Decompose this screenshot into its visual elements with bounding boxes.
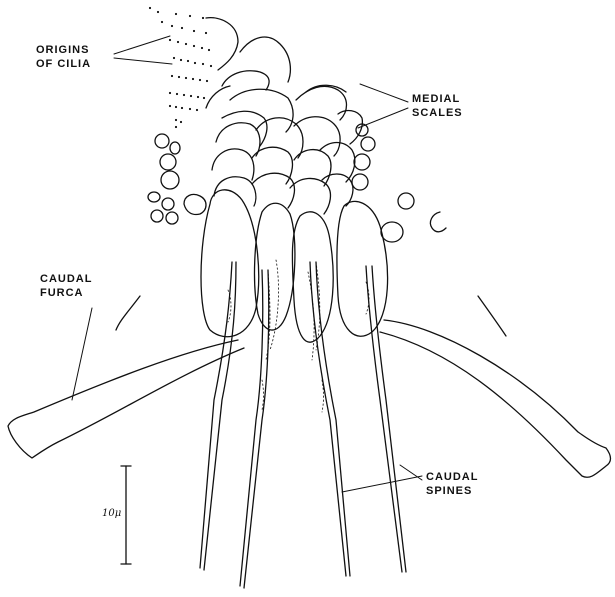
side-scales bbox=[148, 124, 446, 242]
pointer-lines bbox=[72, 36, 422, 492]
label-origins-line1: ORIGINS bbox=[36, 43, 91, 57]
label-origins-line2: OF CILIA bbox=[36, 57, 91, 71]
scale-bar bbox=[121, 466, 131, 564]
label-medial-scales: MEDIAL SCALES bbox=[412, 92, 463, 120]
label-caudal-spines-line1: CAUDAL bbox=[426, 470, 478, 484]
label-caudal-spines-line2: SPINES bbox=[426, 484, 478, 498]
scale-bar-label: 10μ bbox=[102, 508, 121, 519]
label-caudal-furca-line1: CAUDAL bbox=[40, 272, 92, 286]
label-medial-line2: SCALES bbox=[412, 106, 463, 120]
spine-stipple bbox=[228, 260, 369, 412]
cilia-origin-dots bbox=[149, 7, 212, 128]
caudal-furca bbox=[8, 296, 611, 477]
label-caudal-spines: CAUDAL SPINES bbox=[426, 470, 478, 498]
label-caudal-furca-line2: FURCA bbox=[40, 286, 92, 300]
label-origins-of-cilia: ORIGINS OF CILIA bbox=[36, 43, 91, 71]
medial-scales-upper bbox=[206, 18, 362, 214]
label-caudal-furca: CAUDAL FURCA bbox=[40, 272, 92, 300]
label-medial-line1: MEDIAL bbox=[412, 92, 463, 106]
